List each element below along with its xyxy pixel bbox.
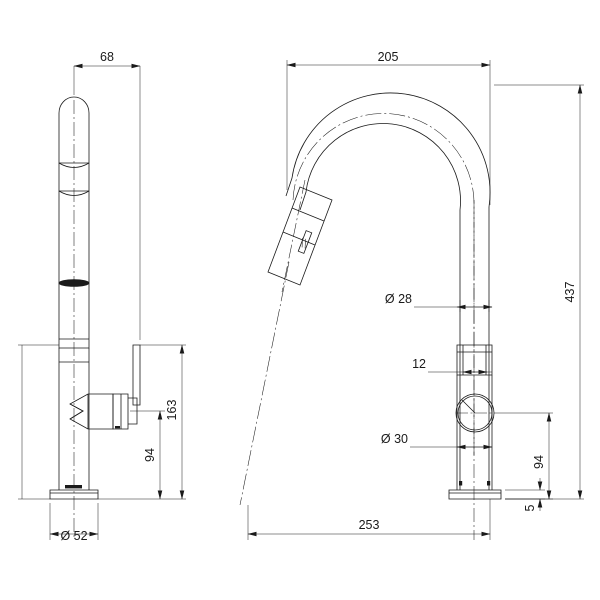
dim-label-94-right: 94	[532, 455, 546, 469]
spray-mode-button	[297, 230, 313, 254]
dim-label-d28: Ø 28	[385, 292, 412, 306]
dimension-lines-left-view	[18, 63, 186, 540]
handle-hub-tick	[461, 399, 476, 414]
spray-head-axis	[281, 179, 306, 293]
dim-label-5: 5	[523, 504, 537, 511]
lever-handle-barrel	[112, 393, 129, 430]
gooseneck-inner-contour	[299, 123, 461, 490]
lever-handle-chevron	[69, 403, 84, 420]
fixing-mark-left	[459, 481, 463, 486]
dim-label-437: 437	[563, 282, 577, 303]
pulldown-hose-path	[239, 261, 290, 506]
dim-label-12: 12	[412, 357, 426, 371]
gooseneck-centerline-arc	[292, 113, 475, 455]
dimension-lines-right-view	[247, 60, 584, 540]
pulldown-spray-head	[267, 186, 333, 286]
spray-head-seam-4	[291, 207, 325, 222]
lever-arm	[132, 344, 141, 406]
left-front-elevation-view	[49, 96, 141, 540]
gooseneck-outer-contour	[285, 92, 491, 490]
lever-handle-detail	[115, 426, 120, 429]
spray-head-seam-3	[282, 231, 316, 246]
dim-label-163: 163	[165, 400, 179, 421]
dim-label-68: 68	[100, 50, 114, 64]
base-flange-right-view	[448, 489, 502, 500]
right-side-profile-view	[239, 92, 502, 540]
dim-label-d30: Ø 30	[381, 432, 408, 446]
spray-button-grooves	[301, 237, 306, 249]
dim-label-94-left: 94	[143, 448, 157, 462]
spray-head-body	[58, 96, 90, 349]
fixing-mark-right	[487, 481, 491, 486]
dim-label-d52: Ø 52	[60, 529, 87, 543]
dim-label-253: 253	[359, 518, 380, 532]
column-collar-block	[456, 344, 493, 376]
dimension-labels: 68 163 94 Ø 52 205 437 Ø 28 12 Ø 30 94 5…	[60, 50, 577, 543]
lever-handle-head	[69, 393, 114, 430]
dim-label-205: 205	[378, 50, 399, 64]
brand-badge	[65, 485, 82, 489]
